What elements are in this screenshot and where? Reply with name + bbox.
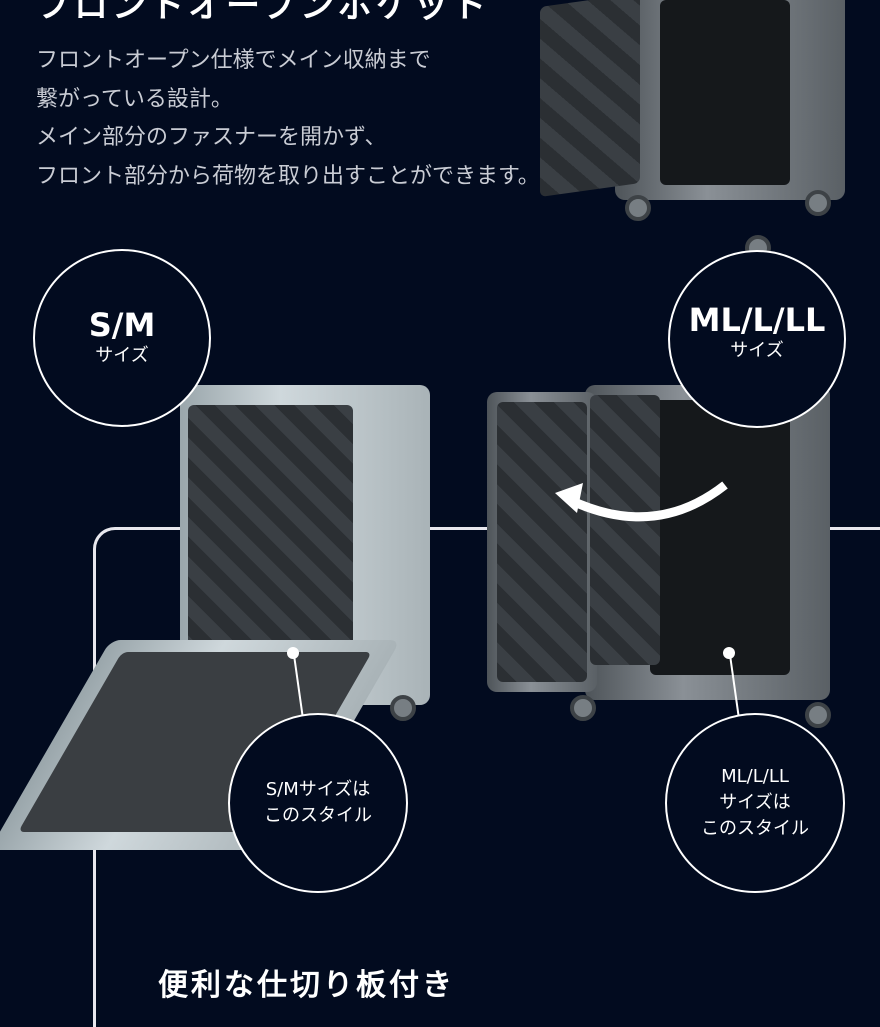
description-line: フロント部分から荷物を取り出すことができます。: [36, 163, 540, 189]
callout-line: ML/L/LL: [721, 766, 789, 787]
description-line: メイン部分のファスナーを開かず、: [36, 125, 387, 150]
ml-suitcase-image: [485, 380, 850, 760]
sm-callout-dot: [287, 647, 299, 659]
top-suitcase-image: [535, 0, 845, 270]
badge-title: S/M: [88, 306, 156, 344]
subheading: 便利な仕切り板付き: [158, 968, 455, 1003]
callout-line: このスタイル: [264, 805, 372, 826]
section-heading: フロントオープンポケット: [36, 0, 490, 26]
callout-line: S/Mサイズは: [265, 779, 371, 800]
badge-subtitle: サイズ: [95, 345, 149, 366]
callout-line: サイズは: [719, 792, 791, 813]
ml-size-badge: ML/L/LL サイズ: [668, 250, 846, 428]
ml-style-callout: ML/L/LL サイズは このスタイル: [665, 713, 845, 893]
swing-arrow-icon: [555, 481, 728, 522]
badge-subtitle: サイズ: [730, 340, 784, 361]
description-line: フロントオープン仕様でメイン収納まで: [36, 48, 431, 73]
badge-title: ML/L/LL: [688, 301, 826, 339]
description-line: 繋がっている設計。: [36, 86, 233, 112]
sm-size-badge: S/M サイズ: [33, 249, 211, 427]
description: フロントオープン仕様でメイン収納まで 繋がっている設計。 メイン部分のファスナー…: [36, 42, 540, 196]
ml-callout-dot: [723, 647, 735, 659]
sm-style-callout: S/Mサイズは このスタイル: [228, 713, 408, 893]
callout-line: このスタイル: [701, 818, 809, 839]
